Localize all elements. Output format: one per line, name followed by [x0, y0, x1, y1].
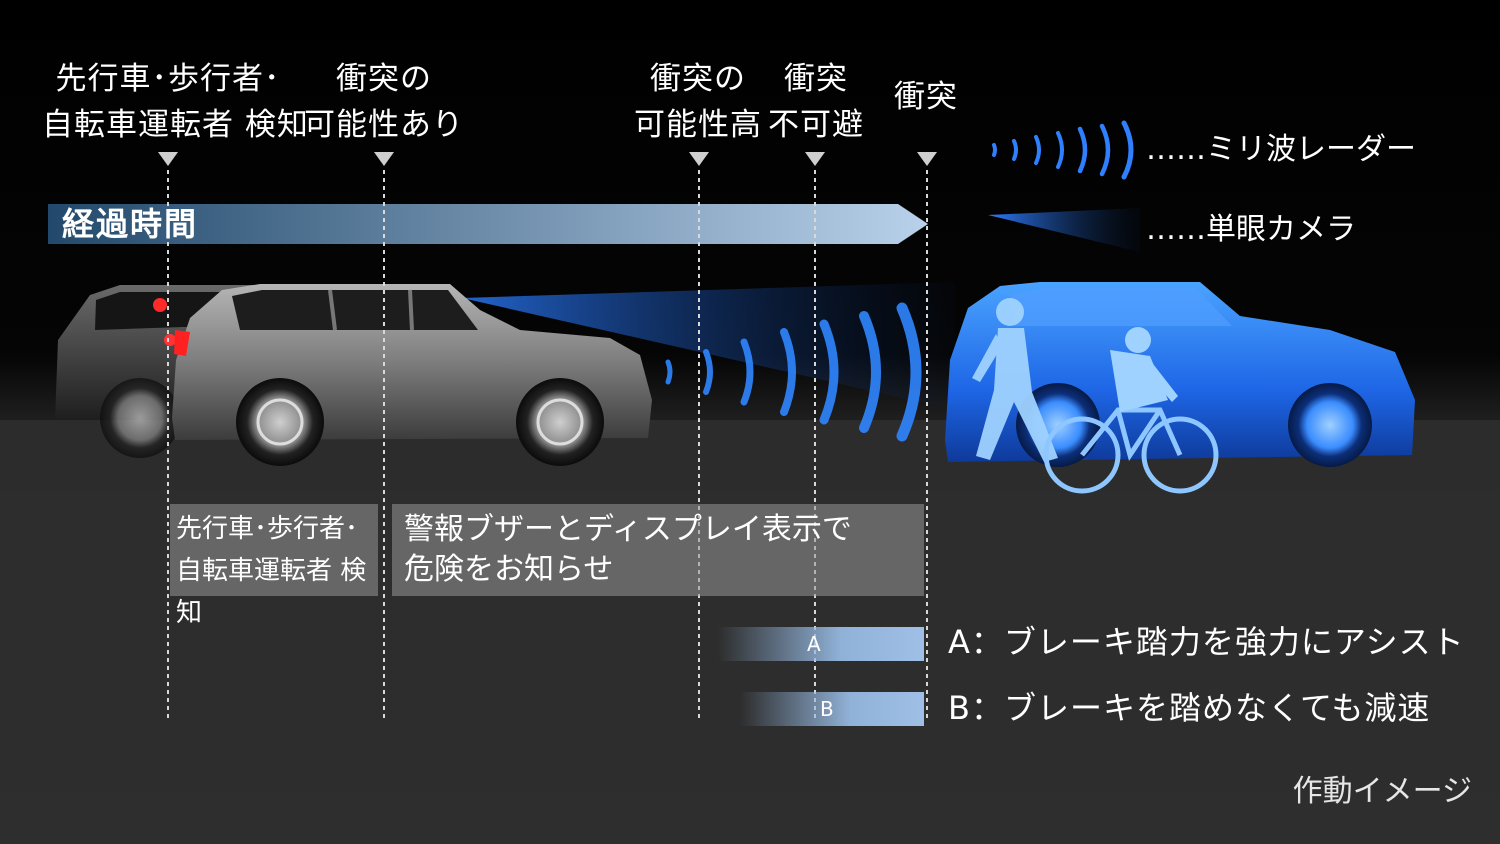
stage-marker-likely [689, 152, 709, 166]
stage-label-collision: 衝突 [894, 79, 958, 115]
footer-caption: 作動イメージ [1292, 774, 1472, 809]
action-text-a: A：ブレーキ踏力を強力にアシスト [948, 623, 1465, 661]
action-letter-a: A [807, 632, 821, 656]
stage-label-likely: 衝突の可能性高 [634, 61, 762, 143]
radar-legend-icon [992, 120, 1134, 180]
phase-warning-box: 警報ブザーとディスプレイ表示で危険をお知らせ [392, 504, 924, 596]
host-vehicle [172, 284, 652, 466]
stage-marker-detect [158, 152, 178, 166]
elapsed-time-label: 経過時間 [62, 205, 199, 243]
action-bar-b: B [740, 692, 924, 726]
camera-legend-label: ……単眼カメラ [1146, 212, 1356, 247]
camera-legend-icon [988, 208, 1140, 252]
action-text-b: B：ブレーキを踏めなくても減速 [948, 689, 1431, 727]
action-letter-b: B [820, 697, 834, 721]
pedestrian-figure [972, 298, 1058, 462]
radar-legend-label: ……ミリ波レーダー [1146, 132, 1416, 167]
radar-waves [665, 302, 922, 442]
phase-detect-box: 先行車･歩行者･自転車運転者 検知 [170, 504, 378, 628]
stage-label-detect: 先行車･歩行者･自転車運転者 検知 [42, 61, 309, 143]
stage-marker-possible [374, 152, 394, 166]
elapsed-time-arrow [48, 204, 928, 244]
stage-marker-collision [917, 152, 937, 166]
target-vehicle [945, 282, 1415, 467]
action-bar-a: A [718, 627, 924, 661]
cyclist-figure [1043, 327, 1219, 494]
stage-label-unavoidable: 衝突不可避 [768, 61, 864, 143]
stage-marker-unavoidable [805, 152, 825, 166]
stage-label-possible: 衝突の可能性あり [304, 61, 464, 143]
